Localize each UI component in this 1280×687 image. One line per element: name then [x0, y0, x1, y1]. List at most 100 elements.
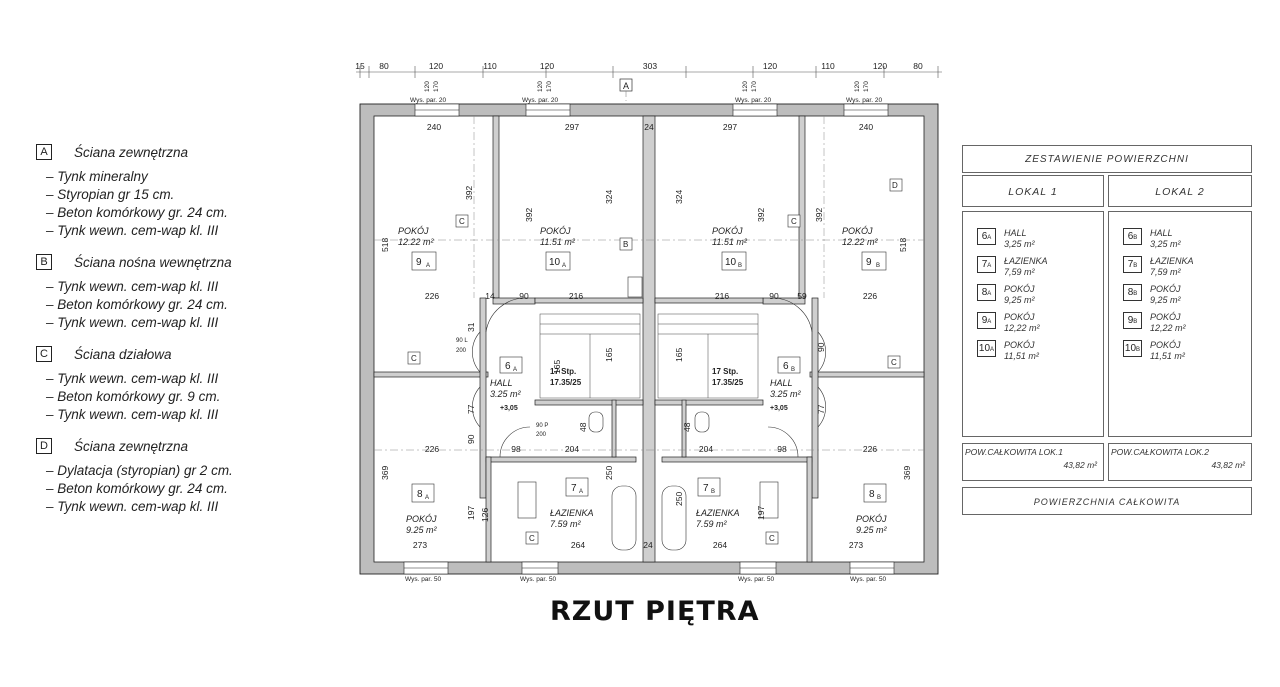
legend-item: – Dylatacja (styropian) gr 2 cm.: [46, 463, 233, 478]
dim: 297: [723, 122, 737, 132]
room-8b: 8 B POKÓJ 9.25 m²: [856, 483, 888, 535]
legend-item: – Tynk mineralny: [46, 169, 148, 184]
axis-lines: [374, 116, 924, 451]
total-label: POW.CAŁKOWITA LOK.2: [1111, 447, 1209, 457]
dim: 14: [485, 291, 495, 301]
room-sub: A: [513, 367, 517, 373]
dim: 369: [380, 466, 390, 480]
dim: 369: [902, 466, 912, 480]
room-area: 3.25 m²: [770, 389, 802, 399]
row-number: 9: [981, 315, 988, 326]
area-summary-table: ZESTAWIENIE POWIERZCHNI LOKAL 1 LOKAL 2 …: [962, 145, 1252, 515]
room-name: POKÓJ: [406, 514, 437, 524]
windows-top: [414, 103, 889, 117]
legend-item: – Beton komórkowy gr. 24 cm.: [46, 205, 228, 220]
legend-item: – Beton komórkowy gr. 9 cm.: [46, 389, 221, 404]
inner-walls: [373, 115, 925, 563]
room-sub: B: [711, 489, 715, 495]
room-number: 7: [703, 483, 709, 494]
window-size: 170: [751, 81, 758, 92]
dim: 240: [859, 122, 873, 132]
room-number: 6: [783, 361, 789, 372]
section-marker: A: [623, 81, 629, 91]
window-label: Wys. par. 50: [850, 576, 886, 583]
dim: 197: [756, 506, 766, 520]
dim: 226: [425, 444, 439, 454]
dim: 518: [898, 238, 908, 252]
room-name: HALL: [770, 378, 793, 388]
row-number: 8: [981, 287, 988, 298]
dim: 392: [756, 208, 766, 222]
room-number: 9: [416, 257, 422, 268]
row-area: 7,59 m²: [1150, 267, 1181, 277]
drawing-title: RZUT PIĘTRA: [550, 596, 760, 627]
room-name: POKÓJ: [398, 226, 429, 236]
row-number: 7: [981, 259, 988, 270]
legend-code: D: [36, 438, 52, 454]
dim: 90: [769, 291, 779, 301]
row-name: ŁAZIENKA: [1004, 256, 1048, 266]
room-name: HALL: [490, 378, 513, 388]
row-area: 12,22 m²: [1004, 323, 1040, 333]
bathroom-fixtures: [517, 276, 779, 551]
legend-item: – Tynk wewn. cem-wap kl. III: [46, 499, 219, 514]
row-area: 9,25 m²: [1150, 295, 1181, 305]
dim-label: 110: [483, 61, 497, 71]
dim: 165: [674, 348, 684, 362]
legend-item: – Beton komórkowy gr. 24 cm.: [46, 481, 228, 496]
room-name: POKÓJ: [856, 514, 887, 524]
dim: 216: [715, 291, 729, 301]
level-marks: +3,05 +3,05: [500, 405, 788, 412]
dim: 98: [777, 444, 787, 454]
legend-item: – Tynk wewn. cem-wap kl. III: [46, 407, 219, 422]
door-label: 200: [536, 432, 547, 438]
room-sub: B: [791, 367, 795, 373]
room-6b: 6 B HALL 3.25 m²: [770, 356, 802, 399]
wall-code: C: [411, 354, 417, 363]
window-size: 120: [854, 81, 861, 92]
dim-label: 303: [643, 61, 657, 71]
dim: 216: [569, 291, 583, 301]
stairs-steps: 17 Stp.: [712, 367, 738, 376]
grand-total: POWIERZCHNIA CAŁKOWITA: [962, 487, 1252, 515]
dim-label: 120: [429, 61, 443, 71]
room-number: 6: [505, 361, 511, 372]
window-label: Wys. par. 50: [520, 576, 556, 583]
row-name: POKÓJ: [1004, 340, 1035, 350]
row-area: 3,25 m²: [1004, 239, 1035, 249]
window-size: 170: [433, 81, 440, 92]
row-sub: A: [987, 291, 992, 297]
row-name: HALL: [1004, 228, 1027, 238]
row-number: 6: [1127, 231, 1134, 242]
dim: 90: [816, 342, 826, 352]
room-number: 8: [417, 489, 423, 500]
window-labels-top: Wys. par. 20 Wys. par. 20 Wys. par. 20 W…: [410, 97, 882, 104]
level-mark: +3,05: [770, 405, 788, 412]
row-name: POKÓJ: [1150, 284, 1181, 294]
dim: 324: [604, 190, 614, 204]
room-8a: 8 A POKÓJ 9.25 m²: [406, 483, 438, 535]
wall-code: C: [529, 534, 535, 543]
total-label: POW.CAŁKOWITA LOK.1: [965, 447, 1063, 457]
wall-code-markers: C B C D C C C C: [407, 178, 903, 545]
row-number: 7: [1127, 259, 1134, 270]
dim: 518: [380, 238, 390, 252]
dim: 250: [604, 466, 614, 480]
room-number: 10: [725, 257, 737, 268]
window-label: Wys. par. 20: [846, 97, 882, 104]
dim: 226: [863, 444, 877, 454]
dim: 226: [425, 291, 439, 301]
row-sub: B: [1133, 263, 1138, 269]
row-number: 10: [1124, 343, 1137, 354]
wall-code: C: [769, 534, 775, 543]
room-sub: B: [876, 263, 880, 269]
local-2-header: LOKAL 2: [1108, 175, 1252, 207]
row-number: 8: [1127, 287, 1134, 298]
